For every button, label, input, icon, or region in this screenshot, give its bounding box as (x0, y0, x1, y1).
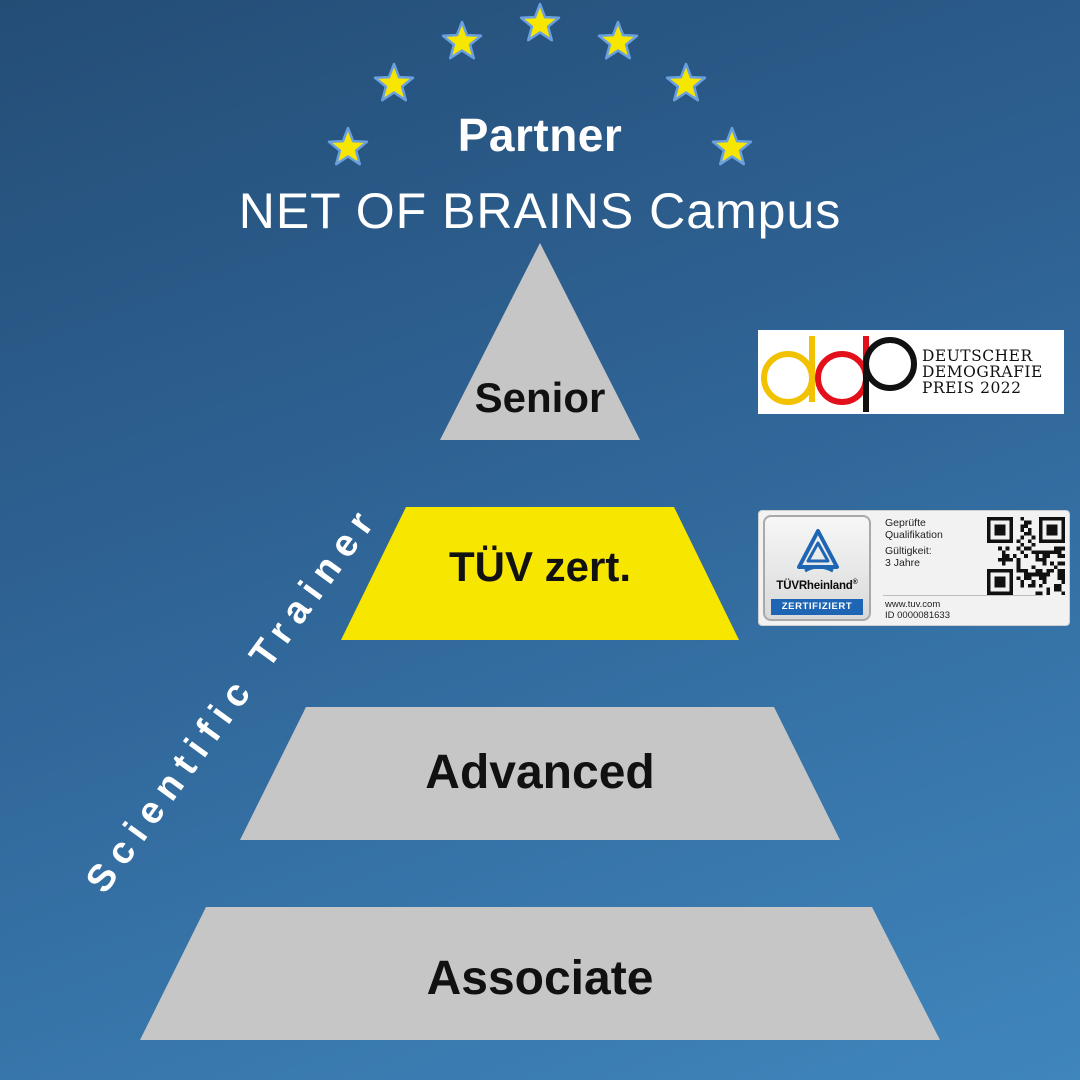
tuv-id: ID 0000081633 (885, 610, 950, 621)
tuv-info: Geprüfte Qualifikation Gültigkeit: 3 Jah… (885, 517, 985, 569)
ddp-badge: DEUTSCHER DEMOGRAFIE PREIS 2022 (758, 330, 1064, 414)
tier-advanced-shape (240, 707, 840, 840)
tuv-badge: TÜVRheinland® ZERTIFIZIERT Geprüfte Qual… (758, 510, 1070, 626)
tuv-registered: ® (852, 579, 858, 586)
tier-advanced-label: Advanced (425, 746, 655, 799)
tuv-info-line-3: Gültigkeit: (885, 545, 932, 557)
tuv-website: www.tuv.com (885, 599, 941, 610)
star-icon (327, 126, 369, 166)
star-icon (711, 126, 753, 166)
star-icon (373, 62, 415, 102)
tuv-seal: TÜVRheinland® ZERTIFIZIERT (763, 515, 871, 621)
tuv-info-line-4: 3 Jahre (885, 557, 921, 569)
ddp-line-3: PREIS 2022 (922, 379, 1022, 397)
tier-senior-label: Senior (474, 374, 606, 421)
ddp-text: DEUTSCHER DEMOGRAFIE PREIS 2022 (922, 348, 1062, 396)
star-icon (519, 2, 561, 42)
tuv-brand: TÜVRheinland® (765, 579, 869, 592)
tuv-info-line-2: Qualifikation (885, 529, 943, 541)
header-subtitle: NET OF BRAINS Campus (238, 183, 842, 239)
tuv-triangle-icon (797, 529, 839, 573)
tier-associate-shape (140, 907, 940, 1040)
tuv-divider (883, 595, 1043, 596)
tuv-footer: www.tuv.com ID 0000081633 (885, 599, 1005, 621)
star-icon (597, 20, 639, 60)
tuv-info-line-1: Geprüfte (885, 517, 926, 529)
ddp-line-1: DEUTSCHER (922, 347, 1033, 365)
star-icon (665, 62, 707, 102)
ddp-line-2: DEMOGRAFIE (922, 363, 1043, 381)
tier-associate-label: Associate (426, 952, 654, 1005)
tier-senior-shape (440, 243, 640, 440)
star-icon (441, 20, 483, 60)
tier-tuv-label: TÜV zert. (448, 543, 632, 590)
header-title: Partner (457, 109, 623, 161)
tuv-brand-text: TÜVRheinland (776, 579, 853, 592)
ddp-logo (761, 336, 917, 412)
qr-code-icon (987, 517, 1065, 595)
tier-tuv-shape (341, 507, 739, 640)
tuv-certified-band: ZERTIFIZIERT (771, 599, 863, 615)
